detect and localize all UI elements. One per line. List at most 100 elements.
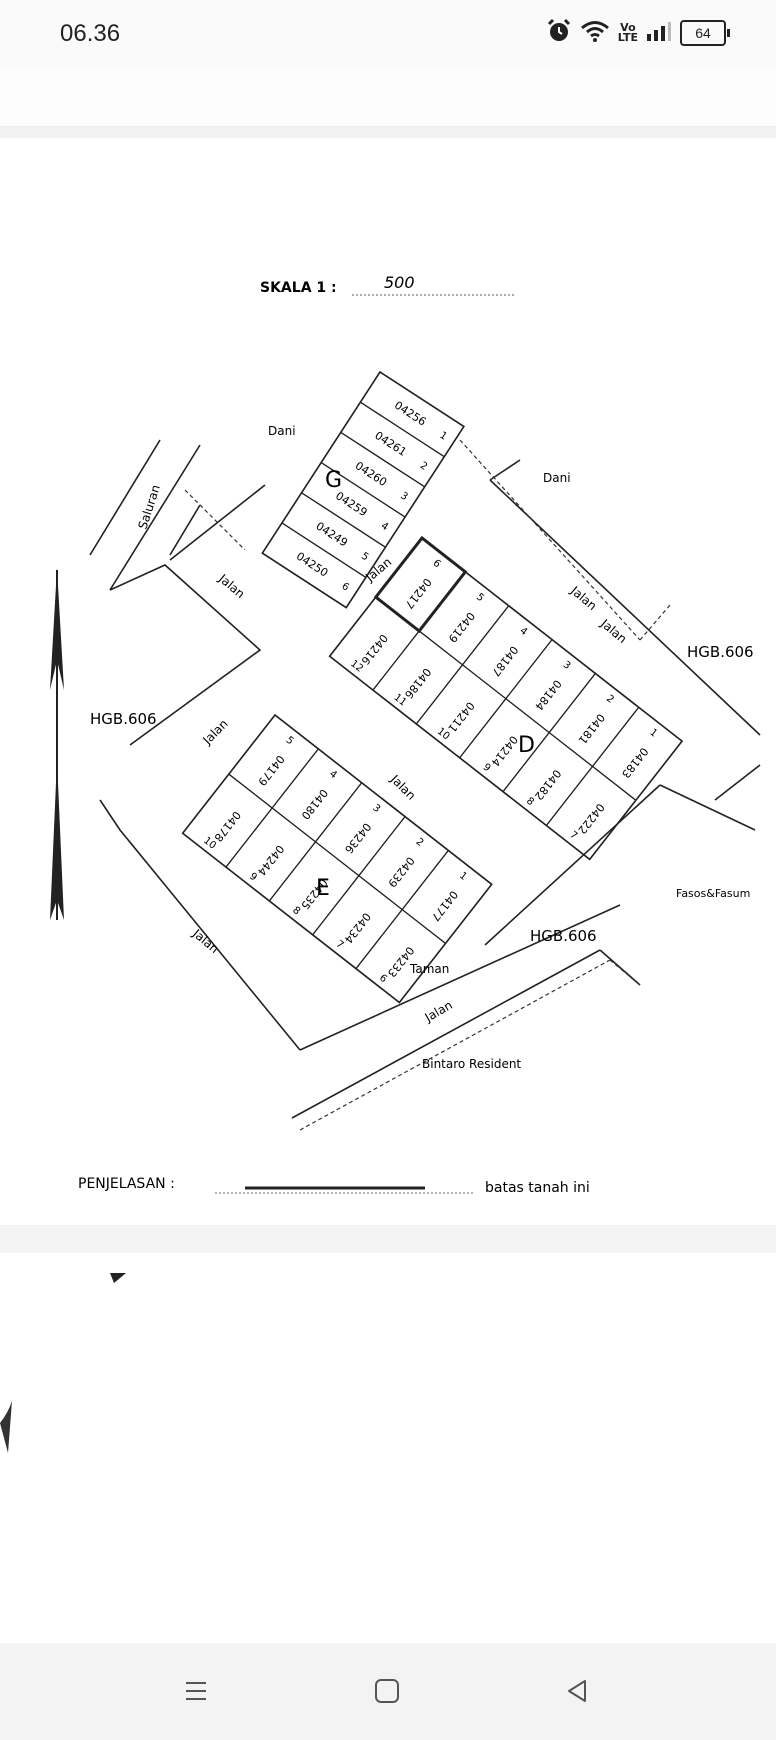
page-mark <box>0 1273 126 1453</box>
back-icon <box>568 1680 586 1702</box>
parcel-number: 9 <box>247 871 259 884</box>
label-jalan-5: Jalan <box>387 772 418 803</box>
parcel-number: 1 <box>647 727 659 740</box>
block-d-letter: D <box>518 733 535 758</box>
parcel-number: 3 <box>561 659 573 672</box>
legend-title: PENJELASAN : <box>78 1176 175 1192</box>
label-jalan-7: Jalan <box>422 998 455 1025</box>
label-dani-left: Dani <box>268 424 296 438</box>
parcel-number: 7 <box>334 939 346 952</box>
parcel-number: 2 <box>418 460 429 473</box>
parcel-id: 04260 <box>353 459 389 489</box>
blank-page <box>0 1253 776 1643</box>
volte-bottom: LTE <box>617 31 638 44</box>
block-d: 6 04217 5 04219 4 04187 3 04184 2 04181 1 04183 0421… <box>328 535 684 861</box>
parcel-id: 04249 <box>314 519 350 549</box>
parcel-id: 04181 <box>576 711 608 747</box>
parcel-number: 3 <box>398 490 409 503</box>
label-hgb-left: HGB.606 <box>90 710 157 728</box>
north-arrow <box>50 568 64 920</box>
block-g-letter: G <box>325 468 342 493</box>
status-bar: 06.36 Vo LTE <box>0 0 776 68</box>
signal-icon <box>646 20 672 46</box>
parcel-id: 04222 <box>575 801 607 837</box>
parcel-number: 8 <box>524 796 536 809</box>
label-saluran: Saluran <box>136 483 163 531</box>
clock: 06.36 <box>60 20 121 47</box>
parcel-id: 04186 <box>402 665 434 701</box>
parcel-number: 3 <box>370 802 382 815</box>
recent-apps-button[interactable] <box>176 1671 216 1711</box>
parcel-04250 <box>261 522 367 609</box>
legend-text: batas tanah ini <box>485 1180 590 1196</box>
parcel-number: 1 <box>438 430 449 443</box>
top-strip <box>0 68 776 127</box>
parcel-id: 04184 <box>532 677 564 713</box>
parcel-id: 04180 <box>299 786 331 822</box>
parcel-id: 04234 <box>342 910 374 946</box>
parcel-id: 04214 <box>489 733 521 769</box>
parcel-number: 5 <box>474 592 486 605</box>
label-jalan-3: Jalan <box>567 583 599 613</box>
parcel-number: 5 <box>359 551 370 564</box>
parcel-id: 04256 <box>392 399 428 429</box>
parcel-number: 6 <box>339 581 350 594</box>
parcel-number: 1 <box>457 870 469 883</box>
parcel-number: 4 <box>517 625 529 638</box>
parcel-id: 04177 <box>429 888 461 924</box>
site-plan-page: SKALA 1 : 500 <box>0 140 776 1225</box>
parcel-number: 2 <box>604 693 616 706</box>
back-button[interactable] <box>557 1671 597 1711</box>
volte-icon: Vo LTE <box>617 21 638 44</box>
dashed-boundaries <box>184 439 671 1131</box>
parcel-number: 6 <box>377 973 389 986</box>
parcel-number: 4 <box>327 769 339 782</box>
menu-icon <box>186 1682 206 1700</box>
parcel-id: 04217 <box>402 576 434 612</box>
home-icon <box>375 1679 399 1703</box>
parcel-id: 04250 <box>294 550 330 580</box>
label-jalan-4: Jalan <box>200 717 231 748</box>
label-bintaro: Bintaro Resident <box>422 1057 521 1071</box>
battery-indicator: 64 <box>680 20 730 46</box>
wifi-icon <box>580 19 610 47</box>
volte-top: Vo <box>620 21 636 34</box>
label-taman: Taman <box>409 962 449 976</box>
parcel-number: 7 <box>567 829 579 842</box>
parcel-number: 6 <box>431 558 443 571</box>
status-icons: Vo LTE 64 <box>546 18 730 48</box>
label-jalan-8: Jalan <box>597 616 629 646</box>
parcel-number: 8 <box>290 905 302 918</box>
scale-value: 500 <box>384 273 415 292</box>
parcel-id: 04182 <box>532 767 564 803</box>
label-jalan-6: Jalan <box>189 926 221 956</box>
parcel-number: 5 <box>284 735 296 748</box>
parcel-04233 <box>355 908 447 1004</box>
site-plan-map: SKALA 1 : 500 <box>50 273 761 1196</box>
alarm-icon <box>546 18 572 48</box>
parcel-id: 04179 <box>255 753 287 789</box>
parcel-number: 2 <box>414 836 426 849</box>
label-hgb-bottom: HGB.606 <box>530 927 597 945</box>
parcel-id: 04187 <box>489 643 521 679</box>
parcel-id: 04211 <box>445 699 477 735</box>
parcel-number: 9 <box>481 762 493 775</box>
parcel-id: 04244 <box>255 842 287 878</box>
label-dani-right: Dani <box>543 471 571 485</box>
parcel-id: 04216 <box>358 631 390 667</box>
page-separator <box>0 1225 776 1253</box>
label-jalan-1: Jalan <box>215 571 247 601</box>
parcel-id: 04261 <box>372 429 408 459</box>
parcel-number: 4 <box>379 521 390 534</box>
scale-label: SKALA 1 : <box>260 280 337 296</box>
parcel-id: 04236 <box>342 820 374 856</box>
parcel-04222 <box>545 765 637 861</box>
parcel-id: 04183 <box>619 745 651 781</box>
parcel-id: 04259 <box>333 489 369 519</box>
home-button[interactable] <box>367 1671 407 1711</box>
navigation-bar <box>0 1643 776 1740</box>
label-fasos: Fasos&Fasum <box>676 887 750 900</box>
parcel-id: 04219 <box>446 609 478 645</box>
label-hgb-right: HGB.606 <box>687 643 754 661</box>
